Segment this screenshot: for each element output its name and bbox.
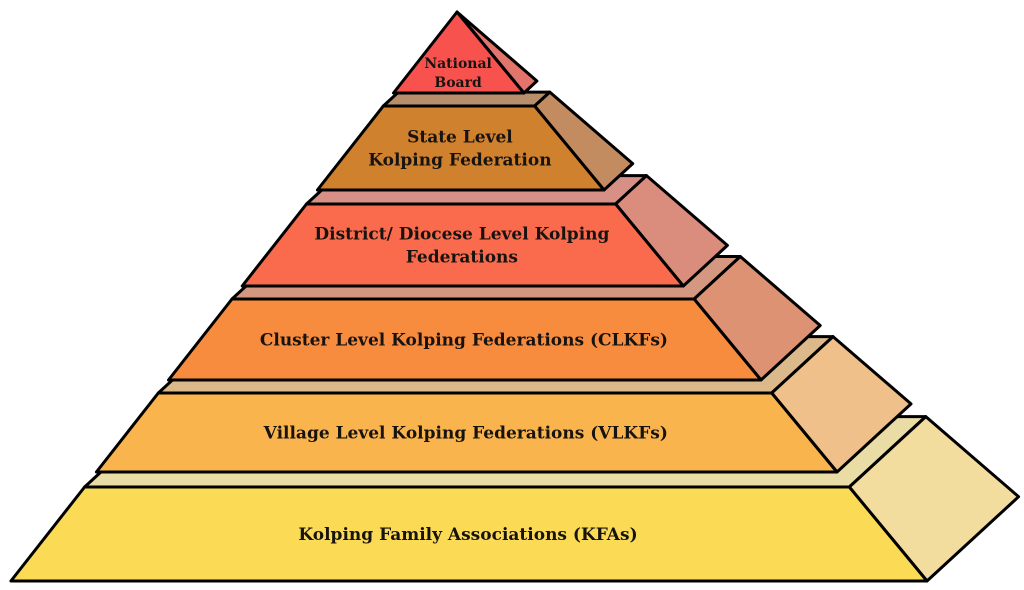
level-district-diocese-level-kolping-federations-label: District/ Diocese Level Kolping (314, 224, 609, 244)
level-kolping-family-associations-label: Kolping Family Associations (KFAs) (298, 525, 637, 545)
level-district-diocese-level-kolping-federations-label: Federations (406, 248, 518, 268)
level-state-level-kolping-federation-front-face (315, 104, 606, 192)
level-village-level-kolping-federations-label: Village Level Kolping Federations (VLKFs… (263, 423, 668, 443)
level-state-level-kolping-federation-label: Kolping Federation (368, 151, 551, 171)
level-district-diocese-level-kolping-federations-front-face (240, 202, 685, 288)
level-cluster-level-kolping-federations-label: Cluster Level Kolping Federations (CLKFs… (260, 330, 668, 350)
level-cluster-level-kolping-federations-front-face (167, 297, 763, 382)
level-state-level-kolping-federation-label: State Level (407, 127, 513, 147)
level-national-board-label: National (424, 56, 492, 72)
level-kolping-family-associations-front-face (9, 485, 929, 583)
level-national-board-front-face (392, 10, 526, 95)
level-village-level-kolping-federations-front-face (94, 391, 839, 474)
level-national-board-label: Board (434, 75, 482, 91)
